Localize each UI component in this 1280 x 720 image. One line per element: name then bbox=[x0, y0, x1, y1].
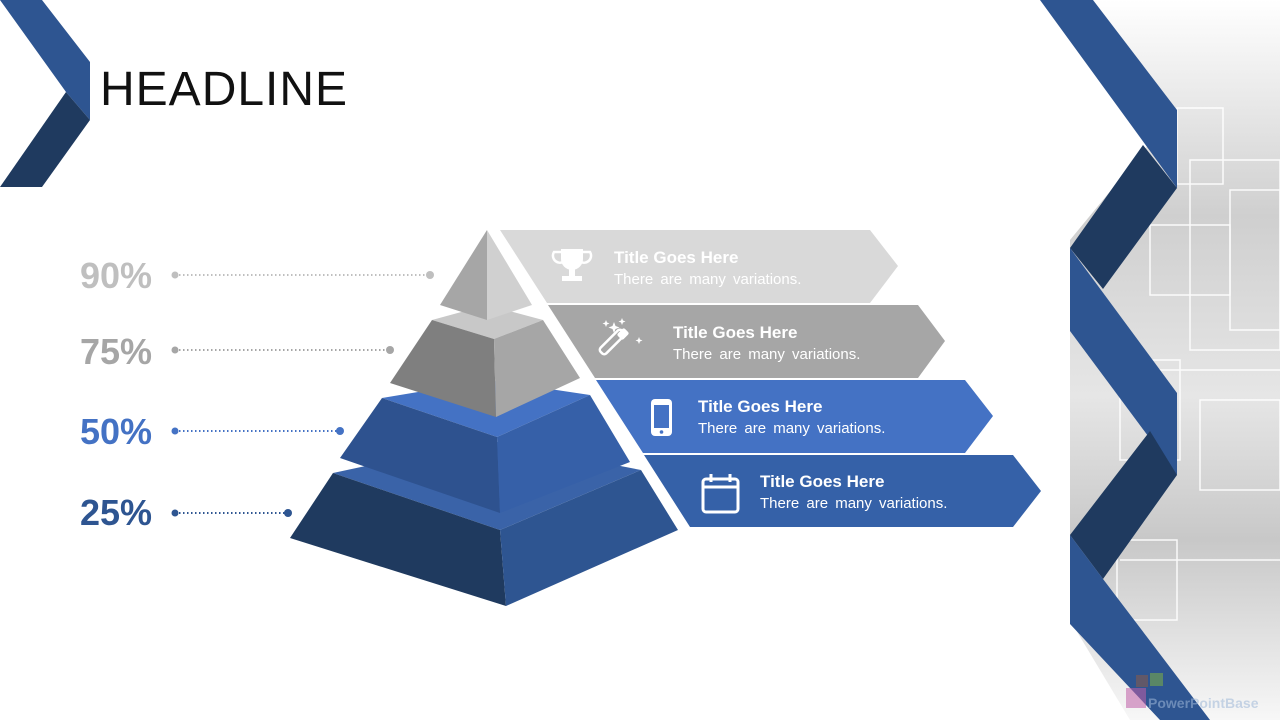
page-title: HEADLINE bbox=[100, 63, 349, 116]
pyramid-tier-1 bbox=[440, 230, 532, 320]
level-2-title: Title Goes Here bbox=[673, 323, 798, 342]
level-2-text: Title Goes Here There are many variation… bbox=[673, 323, 860, 363]
level-3-text: Title Goes Here There are many variation… bbox=[698, 397, 885, 437]
bar-level-1 bbox=[500, 230, 898, 303]
level-1-subtitle: There are many variations. bbox=[614, 271, 802, 288]
calendar-icon bbox=[701, 474, 740, 514]
level-4-text: Title Goes Here There are many variation… bbox=[760, 472, 947, 512]
level-1-text: Title Goes Here There are many variation… bbox=[614, 248, 801, 288]
smartphone-icon bbox=[651, 399, 672, 436]
percent-label-25: 25% bbox=[80, 492, 153, 533]
bar-level-3 bbox=[596, 380, 993, 453]
bar-level-4 bbox=[644, 455, 1041, 527]
svg-text:PowerPointBase: PowerPointBase bbox=[1148, 695, 1259, 711]
trophy-icon bbox=[551, 249, 593, 281]
percent-label-90: 90% bbox=[80, 255, 153, 296]
percent-label-50: 50% bbox=[80, 411, 153, 452]
corner-chevron bbox=[0, 0, 90, 187]
level-2-subtitle: There are many variations. bbox=[673, 346, 861, 363]
bar-level-2 bbox=[548, 305, 945, 378]
level-1-title: Title Goes Here bbox=[614, 248, 739, 267]
pyramid-tier-2 bbox=[390, 305, 580, 417]
leader-lines bbox=[171, 271, 434, 517]
level-bars bbox=[500, 230, 1041, 527]
percent-label-75: 75% bbox=[80, 331, 153, 372]
level-3-subtitle: There are many variations. bbox=[698, 420, 886, 437]
ribbon-zigzag bbox=[1040, 0, 1210, 720]
magic-wand-icon bbox=[598, 318, 643, 356]
level-4-subtitle: There are many variations. bbox=[760, 495, 948, 512]
level-3-title: Title Goes Here bbox=[698, 397, 823, 416]
powerpointbase-logo: PowerPointBase bbox=[1126, 673, 1259, 711]
level-4-title: Title Goes Here bbox=[760, 472, 885, 491]
